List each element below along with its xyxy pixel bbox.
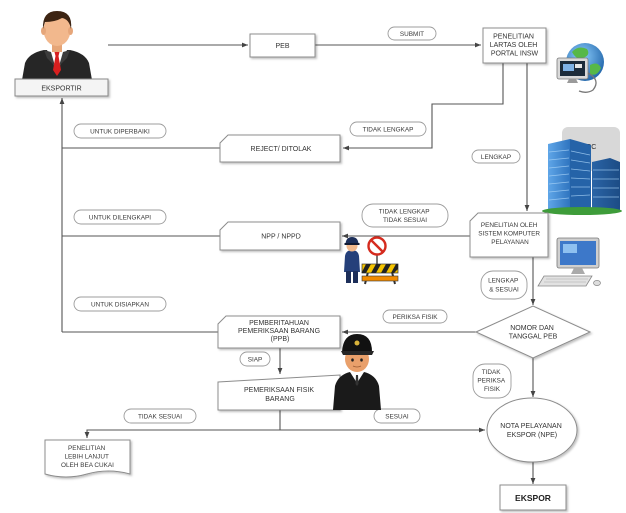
pemeriksaan-fisik-line: BARANG	[265, 396, 295, 403]
label-line: FISIK	[484, 386, 501, 393]
edge-label-lengkap-sesuai: LENGKAP & SESUAI	[480, 270, 528, 300]
peb-box	[249, 33, 316, 58]
ppb-line: (PPB)	[271, 336, 290, 343]
untuk-disiapkan-label: UNTUK DISIAPKAN	[91, 301, 149, 308]
edge-label-tidak-lengkap-tidak-sesuai: TIDAK LENGKAP TIDAK SESUAI	[361, 203, 449, 228]
untuk-diperbaiki-label: UNTUK DIPERBAIKI	[90, 128, 150, 135]
pill	[480, 270, 528, 300]
edge-label-untuk-disiapkan: UNTUK DISIAPKAN	[73, 296, 167, 312]
pill	[361, 203, 449, 228]
submit-label: SUBMIT	[400, 31, 424, 38]
penelitian-lanjut-line: LEBIH LANJUT	[64, 454, 108, 461]
penelitian-lanjut-text: PENELITIAN LEBIH LANJUT OLEH BEA CUKAI	[61, 445, 114, 469]
npe-line: EKSPOR (NPE)	[507, 432, 557, 439]
npp-label: NPP / NPPD	[261, 234, 301, 241]
ppb-line: PEMERIKSAAN BARANG	[238, 328, 320, 335]
pemeriksaan-fisik-line: PEMERIKSAAN FISIK	[244, 387, 314, 394]
npe-circle	[486, 397, 578, 463]
pill	[387, 26, 437, 41]
nomor-peb-line: TANGGAL PEB	[509, 334, 558, 341]
lartas-line: PENELITIAN	[493, 34, 534, 41]
businessman-icon	[22, 11, 92, 80]
npe-line: NOTA PELAYANAN	[500, 423, 561, 430]
lengkap-sesuai-text: LENGKAP & SESUAI	[488, 278, 520, 294]
lengkap-label: LENGKAP	[481, 154, 511, 161]
pill	[373, 408, 421, 424]
eksportir-label: EKSPORTIR	[41, 86, 81, 93]
tidak-lengkap-tidak-sesuai-text: TIDAK LENGKAP TIDAK SESUAI	[379, 209, 431, 225]
siap-label: SIAP	[248, 356, 263, 363]
edge-label-tidak-lengkap: TIDAK LENGKAP	[349, 121, 427, 137]
edge-label-sesuai: SESUAI	[373, 408, 421, 424]
sistem-line: PELAYANAN	[491, 239, 529, 246]
ppb-text: PEMBERITAHUAN PEMERIKSAAN BARANG (PPB)	[238, 320, 322, 343]
reject-box	[219, 134, 341, 163]
nomor-peb-line: NOMOR DAN	[510, 325, 554, 332]
eksportir-label-box	[14, 78, 109, 97]
reject-label: REJECT/ DITOLAK	[251, 146, 312, 153]
npe-text: NOTA PELAYANAN EKSPOR (NPE)	[500, 423, 563, 439]
connector-fisik-penelitian-lanjut	[84, 429, 280, 438]
tidak-periksa-fisik-text: TIDAK PERIKSA FISIK	[477, 369, 506, 393]
edge-label-tidak-periksa-fisik: TIDAK PERIKSA FISIK	[472, 363, 512, 399]
globe-computer-icon	[556, 43, 604, 93]
pill	[73, 209, 167, 225]
periksa-fisik-label: PERIKSA FISIK	[392, 314, 438, 321]
edge-label-siap: SIAP	[239, 351, 271, 367]
npp-box	[219, 221, 341, 251]
label-line: TIDAK	[482, 369, 502, 376]
edge-label-untuk-dilengkapi: UNTUK DILENGKAPI	[73, 209, 167, 225]
pemeriksaan-fisik-text: PEMERIKSAAN FISIK BARANG	[244, 387, 316, 403]
nomor-peb-text: NOMOR DAN TANGGAL PEB	[509, 325, 558, 341]
ppb-line: PEMBERITAHUAN	[249, 320, 309, 327]
police-barricade-icon	[344, 236, 399, 285]
sistem-line: SISTEM KOMPUTER	[478, 231, 540, 238]
tidak-lengkap-label: TIDAK LENGKAP	[363, 126, 414, 133]
lartas-line: LARTAS OLEH	[490, 42, 538, 49]
edge-label-untuk-diperbaiki: UNTUK DIPERBAIKI	[73, 123, 167, 139]
pill	[349, 121, 427, 137]
peb-label: PEB	[275, 43, 289, 50]
edge-label-tidak-sesuai: TIDAK SESUAI	[123, 408, 197, 424]
label-line: PERIKSA	[477, 378, 505, 385]
label-line: TIDAK LENGKAP	[379, 209, 430, 216]
edge-label-lengkap: LENGKAP	[471, 149, 521, 164]
label-line: TIDAK SESUAI	[383, 217, 427, 224]
lartas-line: PORTAL INSW	[491, 51, 539, 58]
label-line: & SESUAI	[489, 287, 519, 294]
ppb-box	[217, 315, 341, 349]
lartas-text: PENELITIAN LARTAS OLEH PORTAL INSW	[490, 34, 540, 58]
pill	[73, 123, 167, 139]
connector-lartas-reject	[343, 63, 504, 151]
penelitian-lanjut-document	[44, 439, 131, 478]
nomor-peb-decision	[474, 305, 592, 359]
ekspor-box	[499, 484, 567, 511]
pill	[123, 408, 197, 424]
pill	[472, 363, 512, 399]
penelitian-lanjut-line: PENELITIAN	[68, 445, 106, 452]
sistem-komputer-text: PENELITIAN OLEH SISTEM KOMPUTER PELAYANA…	[478, 222, 542, 246]
pill	[471, 149, 521, 164]
penelitian-lanjut-line: OLEH BEA CUKAI	[61, 462, 114, 469]
desktop-computer-icon	[537, 237, 601, 287]
sistem-komputer-box	[469, 212, 549, 258]
security-guard-icon	[333, 334, 381, 410]
sesuai-label: SESUAI	[385, 413, 409, 420]
lartas-box	[482, 27, 547, 64]
edge-label-periksa-fisik: PERIKSA FISIK	[382, 309, 448, 324]
ekspor-label: EKSPOR	[515, 493, 551, 503]
untuk-dilengkapi-label: UNTUK DILENGKAPI	[89, 214, 151, 221]
edge-label-submit: SUBMIT	[387, 26, 437, 41]
pill	[382, 309, 448, 324]
label-line: LENGKAP	[488, 278, 518, 285]
sistem-line: PENELITIAN OLEH	[481, 222, 538, 229]
pill	[73, 296, 167, 312]
tidak-sesuai-label: TIDAK SESUAI	[138, 413, 182, 420]
pill	[239, 351, 271, 367]
office-building-icon: DIBC	[542, 127, 622, 215]
